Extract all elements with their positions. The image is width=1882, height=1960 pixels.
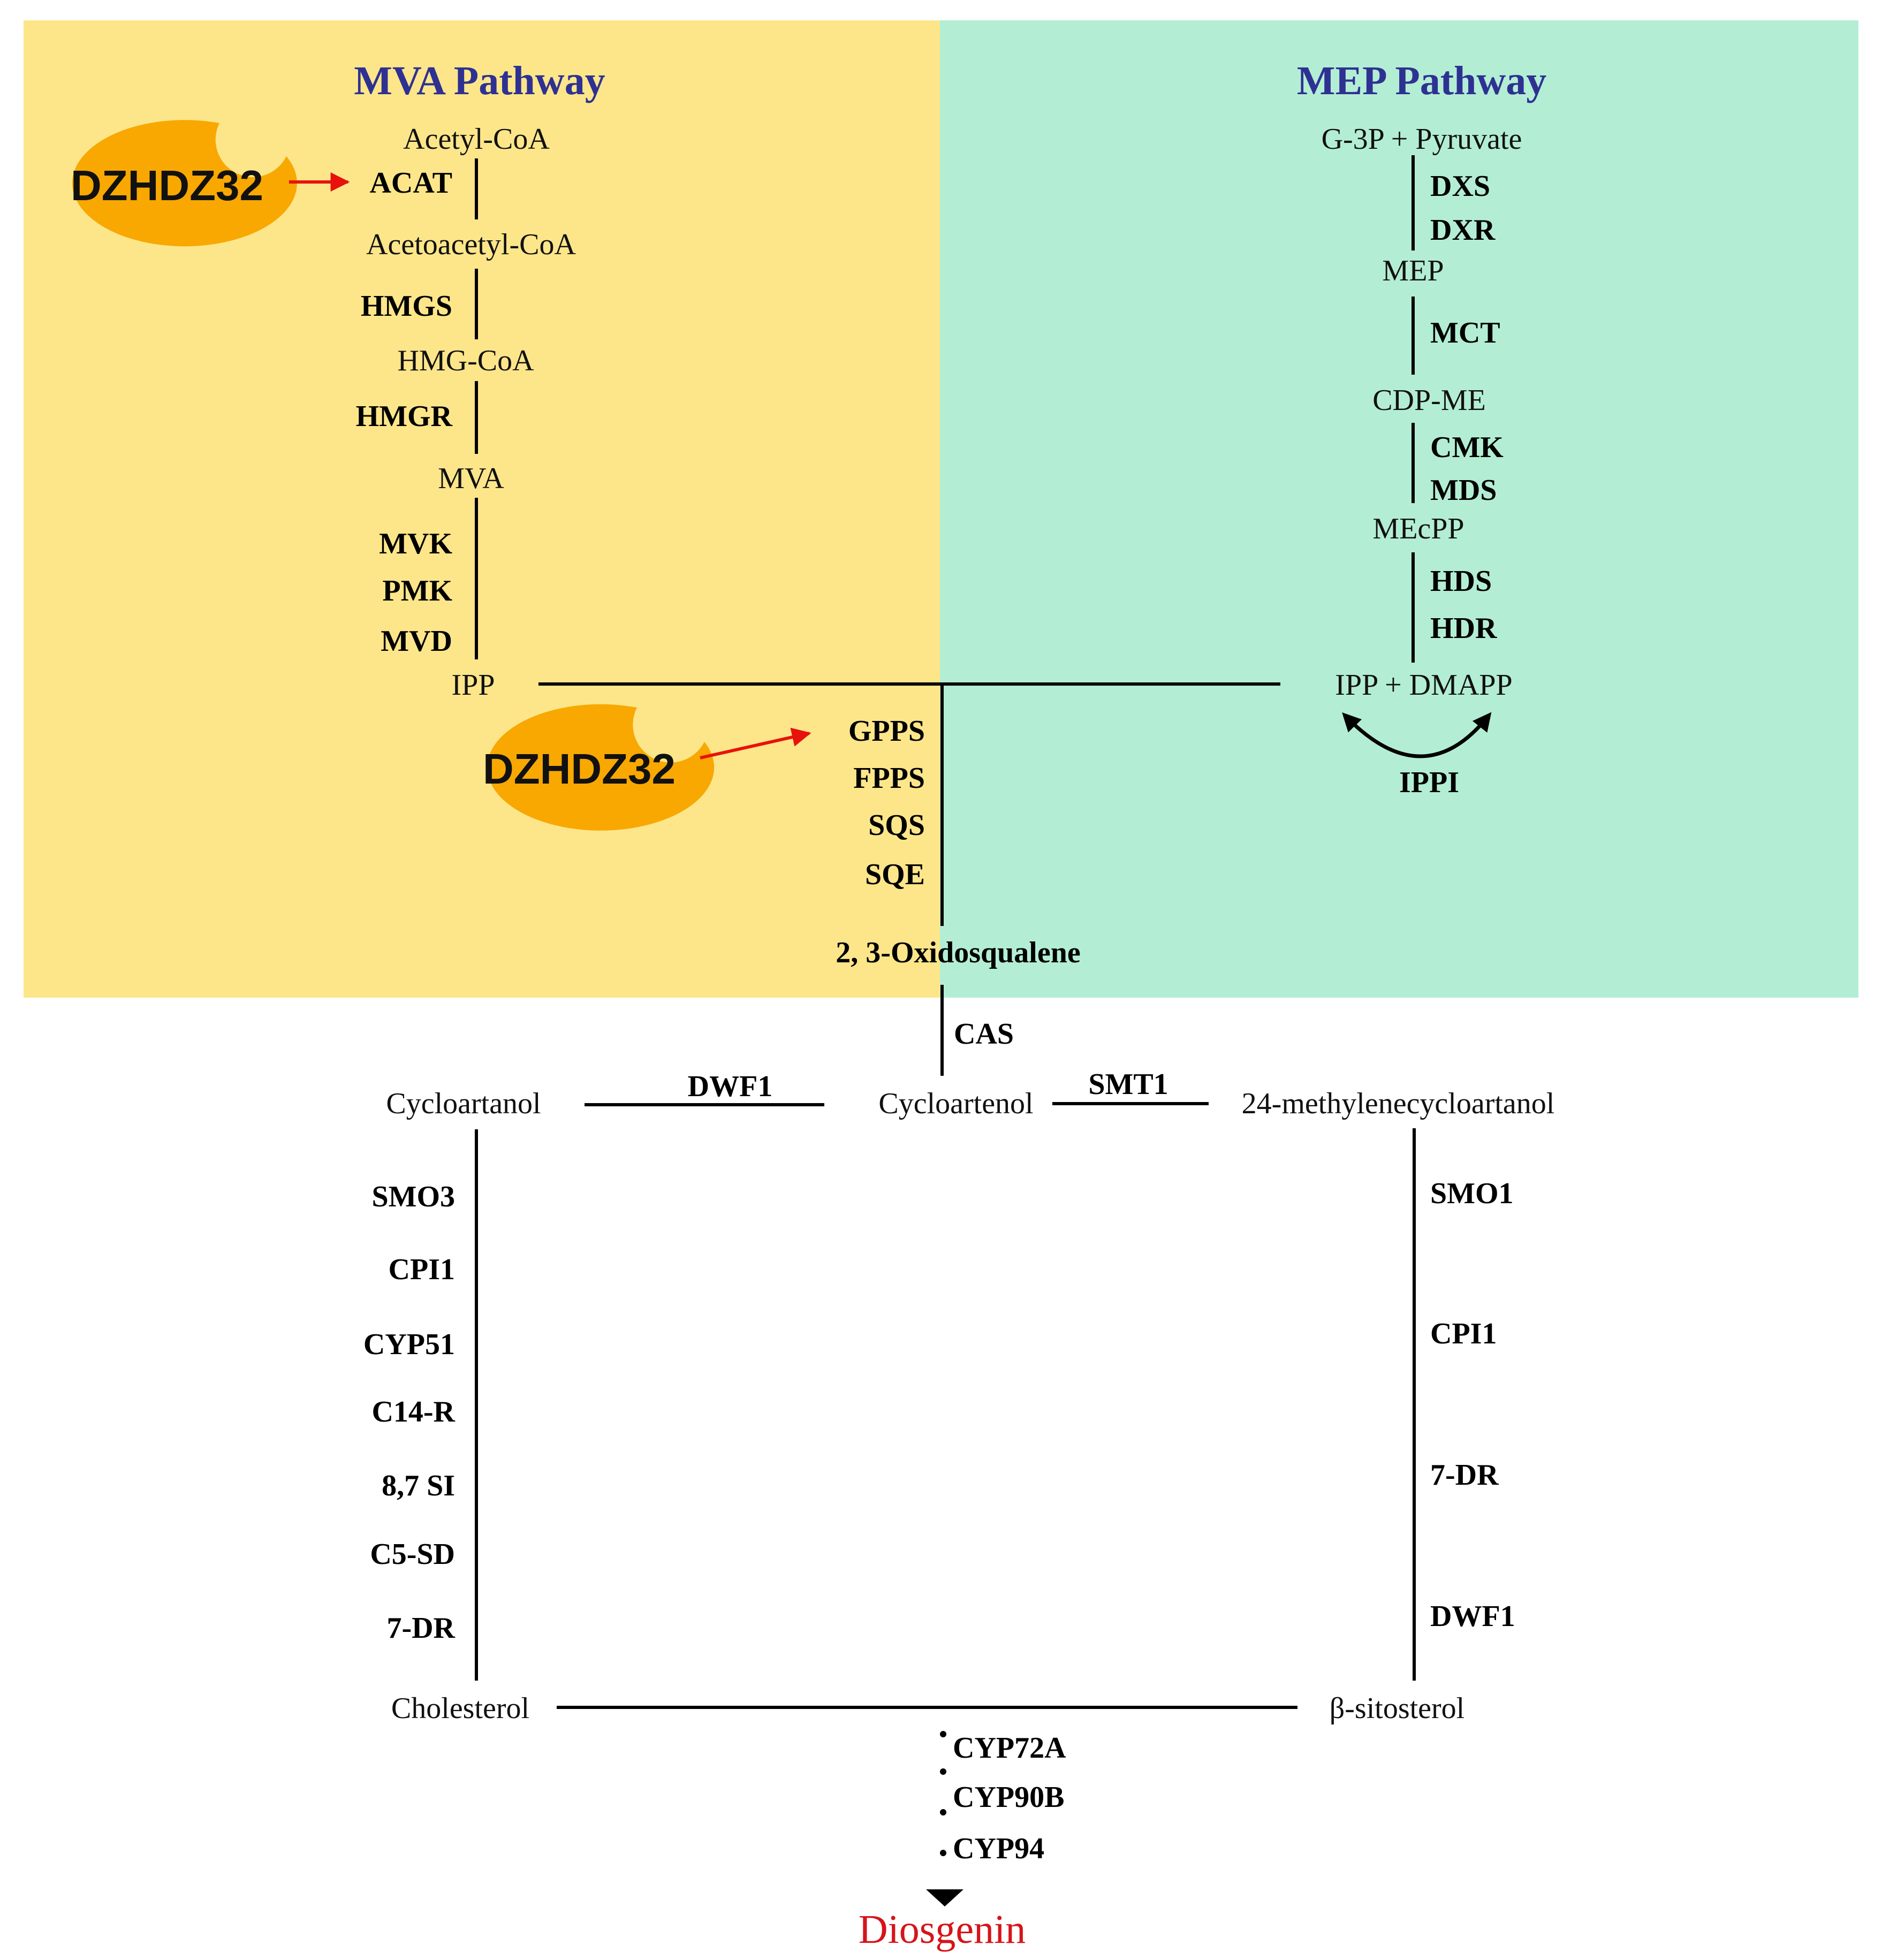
enzyme-sqe: SQE	[865, 858, 925, 891]
metabolite-g3p-pyruvate: G-3P + Pyruvate	[1322, 123, 1522, 156]
metabolite-hmg-coa: HMG-CoA	[397, 344, 534, 377]
enzyme-hmgr: HMGR	[356, 400, 453, 433]
enzyme-fpps: FPPS	[853, 762, 925, 795]
enzyme-7-dr-left: 7-DR	[386, 1612, 455, 1645]
enzyme-cpi1-right: CPI1	[1430, 1317, 1497, 1350]
ippi-arrow	[1342, 712, 1492, 758]
metabolite-24-methylenecycloartanol: 24-methylenecycloartanol	[1242, 1087, 1555, 1120]
enzyme-mvk: MVK	[379, 527, 452, 560]
dot	[940, 1768, 946, 1775]
enzyme-smt1: SMT1	[1088, 1068, 1168, 1101]
enzyme-dwf1-top: DWF1	[688, 1070, 773, 1103]
enzyme-cyp72a: CYP72A	[953, 1731, 1066, 1765]
metabolite-acetyl-coa: Acetyl-CoA	[403, 123, 550, 156]
enzyme-gpps: GPPS	[848, 715, 925, 748]
metabolite-beta-sitosterol: β-sitosterol	[1330, 1692, 1464, 1725]
enzyme-c14-r: C14-R	[371, 1395, 455, 1429]
dotted-connector	[940, 1731, 946, 1856]
metabolite-cycloartanol: Cycloartanol	[386, 1087, 541, 1120]
down-arrowhead	[926, 1889, 963, 1906]
enzyme-ippi: IPPI	[1399, 766, 1459, 799]
enzyme-hmgs: HMGS	[361, 290, 452, 323]
bacterium-middle: DZHDZ32	[483, 704, 715, 831]
metabolite-oxidosqualene: 2, 3-Oxidosqualene	[836, 936, 1080, 969]
bacterium-top-label: DZHDZ32	[71, 162, 263, 209]
enzyme-cpi1-left: CPI1	[389, 1253, 455, 1286]
enzyme-8-7-si: 8,7 SI	[382, 1469, 455, 1502]
enzyme-cyp51: CYP51	[363, 1328, 455, 1361]
highlight-arrow-gpps	[700, 727, 811, 759]
enzyme-smo1: SMO1	[1430, 1177, 1514, 1210]
enzyme-dxs: DXS	[1430, 170, 1490, 203]
enzyme-smo3: SMO3	[371, 1180, 455, 1213]
enzyme-mvd: MVD	[381, 625, 452, 658]
enzyme-dwf1-right: DWF1	[1430, 1600, 1515, 1633]
metabolite-ipp-dmapp: IPP + DMAPP	[1335, 668, 1512, 702]
product-diosgenin: Diosgenin	[859, 1907, 1026, 1952]
enzyme-cyp94: CYP94	[953, 1832, 1044, 1865]
bacterium-top: DZHDZ32	[71, 120, 297, 247]
mep-title: MEP Pathway	[1297, 58, 1547, 103]
enzyme-hdr: HDR	[1430, 612, 1497, 645]
enzyme-sqs: SQS	[868, 809, 925, 842]
metabolite-cdp-me: CDP-ME	[1372, 384, 1486, 417]
dot	[940, 1809, 946, 1815]
dot	[940, 1850, 946, 1856]
bacterium-middle-label: DZHDZ32	[483, 745, 676, 793]
dot	[940, 1731, 946, 1737]
enzyme-cas: CAS	[954, 1017, 1014, 1051]
mep-panel	[940, 20, 1858, 998]
enzyme-mct: MCT	[1430, 316, 1500, 350]
metabolite-mep: MEP	[1382, 254, 1444, 287]
bacterium-top-shape	[72, 120, 297, 247]
enzyme-c5-sd: C5-SD	[370, 1538, 455, 1571]
enzyme-acat: ACAT	[369, 166, 452, 200]
metabolite-cholesterol: Cholesterol	[391, 1692, 529, 1725]
metabolite-mecpp: MEcPP	[1372, 512, 1464, 545]
metabolite-acetoacetyl-coa: Acetoacetyl-CoA	[366, 228, 576, 261]
metabolite-ipp: IPP	[452, 668, 495, 702]
enzyme-dxr: DXR	[1430, 214, 1496, 247]
mva-title: MVA Pathway	[354, 58, 605, 103]
metabolite-cycloartenol: Cycloartenol	[878, 1087, 1033, 1120]
enzyme-cmk: CMK	[1430, 431, 1504, 464]
metabolite-mva: MVA	[438, 462, 504, 495]
enzyme-pmk: PMK	[382, 574, 452, 607]
enzyme-mds: MDS	[1430, 474, 1497, 507]
enzyme-hds: HDS	[1430, 565, 1492, 598]
enzyme-7-dr-right: 7-DR	[1430, 1458, 1499, 1492]
enzyme-cyp90b: CYP90B	[953, 1781, 1064, 1814]
bacterium-middle-shape	[487, 704, 715, 831]
